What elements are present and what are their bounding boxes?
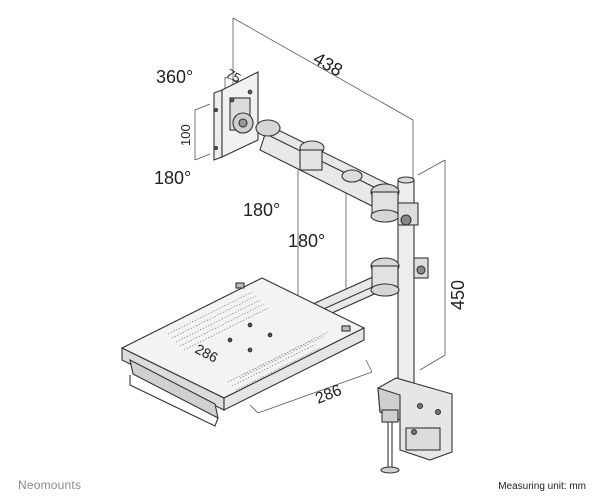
dimension-100-label: 100 <box>178 124 193 146</box>
laptop-tray <box>120 277 366 427</box>
vesa-plate <box>213 71 281 161</box>
rotation-arm-180-label: 180° <box>243 200 280 220</box>
dimension-286-width-label: 286 <box>313 382 344 408</box>
pole <box>397 176 415 391</box>
dimension-438-label: 438 <box>310 48 346 80</box>
rotation-360-label: 360° <box>156 67 193 87</box>
rotation-tilt-180-label: 180° <box>154 168 191 188</box>
dimension-450-label: 450 <box>448 280 468 310</box>
brand-logo-text: Neomounts <box>18 478 82 492</box>
dimension-75-label: 75 <box>224 66 244 86</box>
rotation-lower-180-label: 180° <box>288 231 325 251</box>
desk-clamp <box>377 377 453 474</box>
measuring-unit-note: Measuring unit: mm <box>498 481 586 492</box>
monitor-arm <box>259 124 419 226</box>
